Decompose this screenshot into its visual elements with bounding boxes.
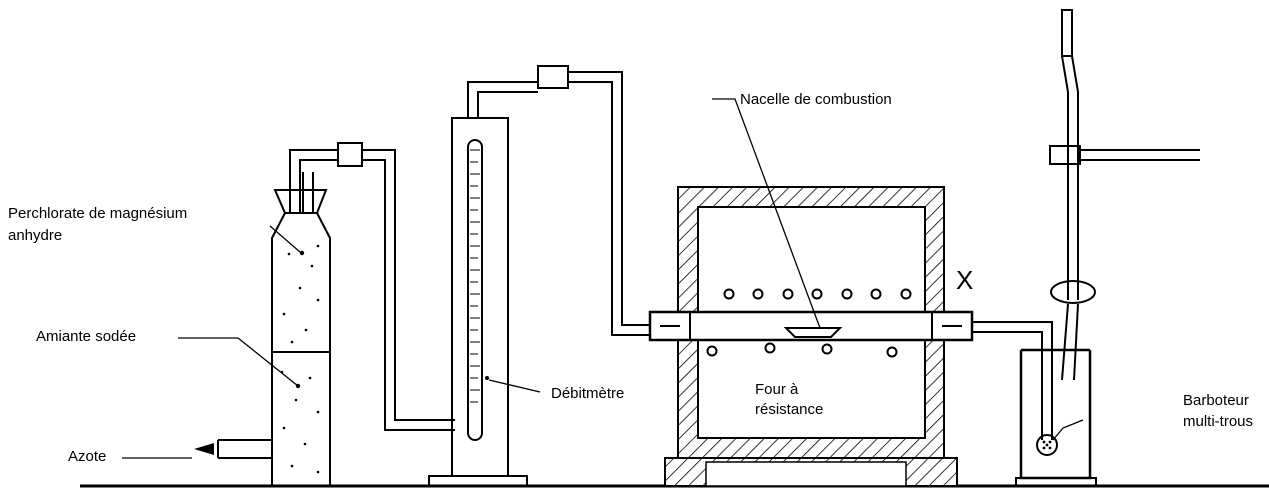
packing-dots [280, 244, 320, 474]
flowmeter-scale [470, 149, 480, 403]
bubbler [1015, 9, 1200, 487]
flowmeter [428, 117, 528, 487]
label-azote: Azote [68, 448, 106, 465]
label-four-line1: Four à [755, 381, 799, 398]
label-amiante: Amiante sodée [36, 328, 136, 345]
label-barboteur-line1: Barboteur [1183, 392, 1249, 409]
label-debitmetre: Débitmètre [551, 385, 624, 402]
label-barboteur-line2: multi-trous [1183, 413, 1253, 430]
label-nacelle: Nacelle de combustion [740, 91, 892, 108]
label-x-mark: X [956, 265, 973, 295]
label-perchlorate-line1: Perchlorate de magnésium [8, 205, 187, 222]
tube-furnace-to-bubbler [972, 321, 1053, 440]
leader-lines [122, 98, 1084, 459]
tube-flowmeter-to-furnace [467, 65, 655, 336]
upper-heating-elements [723, 288, 912, 300]
furnace [648, 186, 974, 487]
combustion-boat [783, 327, 843, 338]
label-four-line2: résistance [755, 401, 823, 418]
drying-column [194, 172, 331, 486]
label-perchlorate-line2: anhydre [8, 227, 62, 244]
lower-heating-elements [706, 342, 898, 358]
tube-column-to-flowmeter [289, 142, 455, 431]
